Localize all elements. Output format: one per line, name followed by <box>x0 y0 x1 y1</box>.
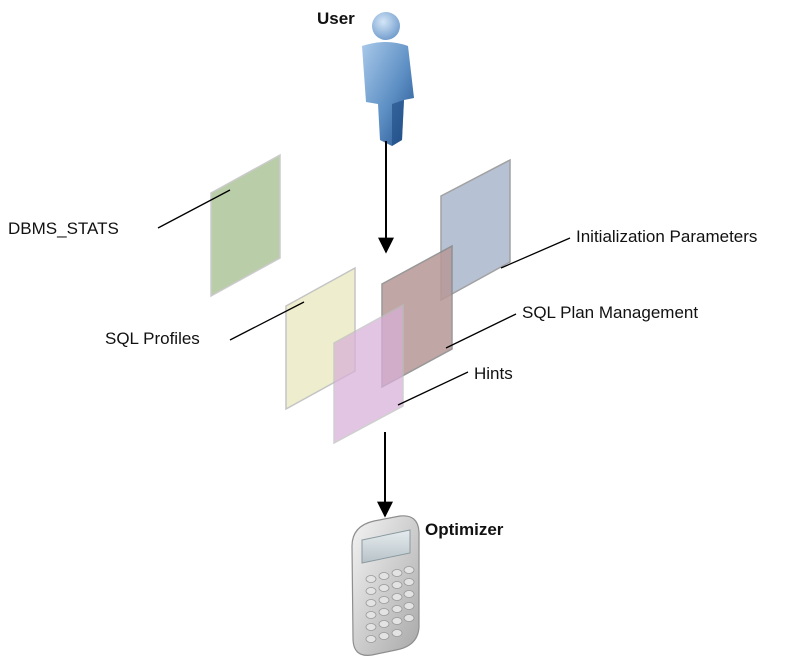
init-params-leader <box>500 237 571 269</box>
sql-plan-leader <box>445 313 517 349</box>
dbms-stats-layer <box>210 153 281 298</box>
calculator-icon <box>351 515 420 656</box>
dbms-stats-leader <box>157 189 231 229</box>
hints-leader <box>397 371 469 406</box>
dbms-stats-label: DBMS_STATS <box>8 219 119 238</box>
sql-profiles-label: SQL Profiles <box>105 329 200 348</box>
sql-profiles-leader <box>229 301 305 341</box>
user-icon <box>362 12 414 146</box>
user-label: User <box>317 9 355 28</box>
hints-label: Hints <box>474 364 513 383</box>
init-params-label: Initialization Parameters <box>576 227 758 246</box>
optimizer-label: Optimizer <box>425 520 504 539</box>
hints-layer <box>333 303 404 445</box>
sql-plan-label: SQL Plan Management <box>522 303 699 322</box>
